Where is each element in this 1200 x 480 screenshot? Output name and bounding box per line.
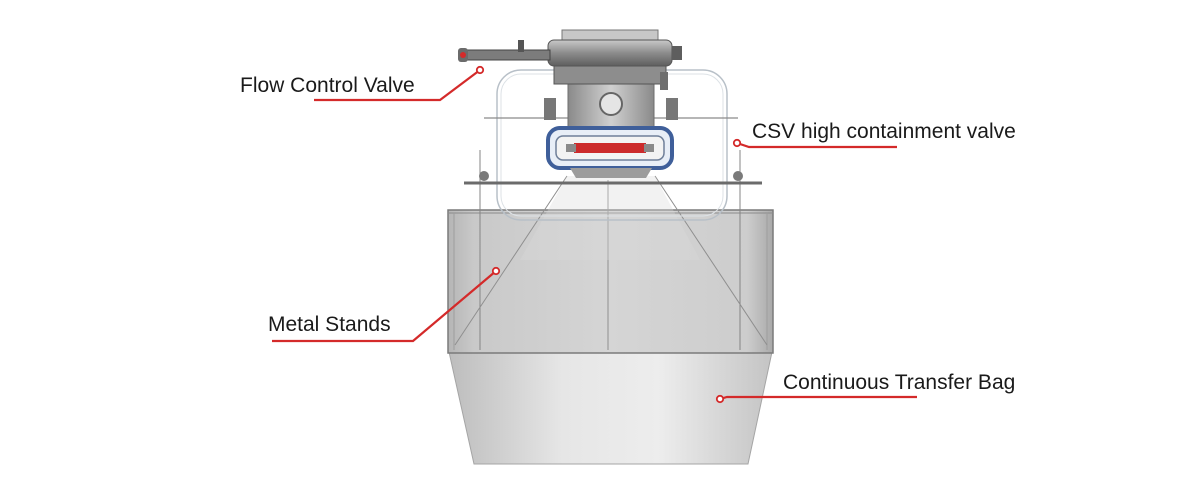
leader-transfer-bag xyxy=(715,394,917,404)
containment-frame-illustration xyxy=(464,69,762,221)
flow-control-valve-illustration xyxy=(458,29,682,90)
label-transfer-bag: Continuous Transfer Bag xyxy=(783,371,1015,394)
label-flow-control-valve: Flow Control Valve xyxy=(240,74,415,97)
transfer-bag-illustration xyxy=(448,351,773,465)
leader-flow-control-valve xyxy=(314,65,485,102)
csv-valve-illustration xyxy=(544,83,678,178)
label-metal-stands: Metal Stands xyxy=(268,313,391,336)
label-csv-valve: CSV high containment valve xyxy=(752,120,1016,143)
leader-csv-valve xyxy=(732,138,897,149)
metal-stands-illustration xyxy=(447,150,774,354)
leader-lines xyxy=(272,65,917,404)
leader-metal-stands xyxy=(272,266,501,343)
